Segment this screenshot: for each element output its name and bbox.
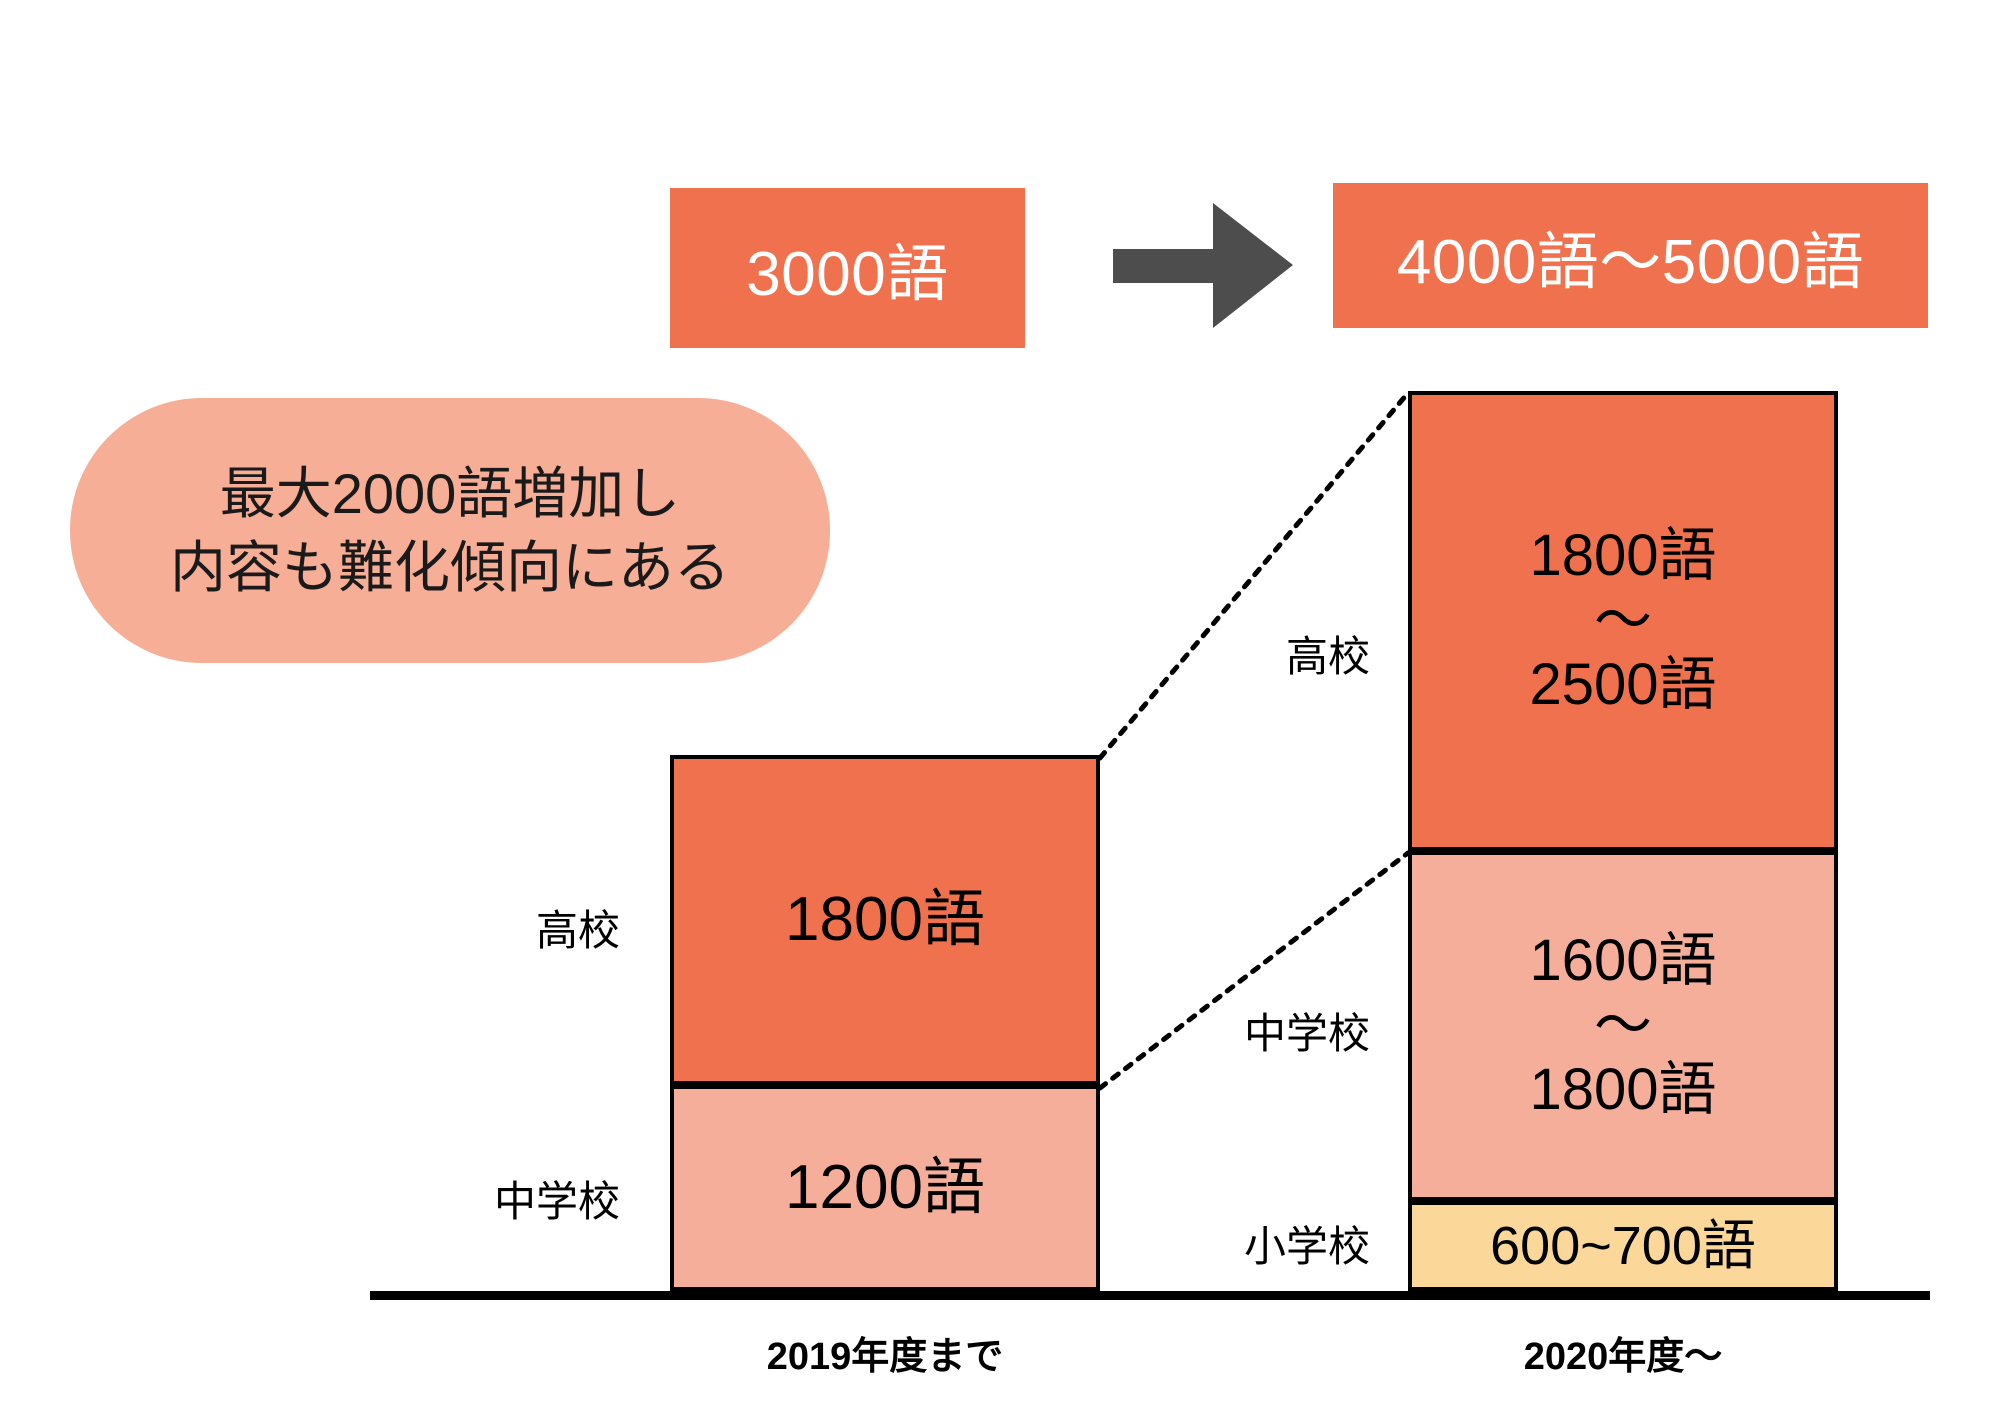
label-2020-junior-high: 中学校 [1243,1010,1370,1057]
label-2020-high-school: 高校 [1285,633,1370,680]
total-words-before-banner: 3000語 [670,188,1025,348]
total-words-after-banner: 4000語～5000語 [1333,183,1928,328]
segment-2020-elementary: 600~700語 [1408,1201,1838,1291]
segment-2020-high-school: 1800語 ～ 2500語 [1408,391,1838,851]
total-words-after-label: 4000語～5000語 [1396,227,1865,297]
segment-2019-junior-high-value: 1200語 [785,1153,985,1223]
bar-2020: 1800語 ～ 2500語 1600語 ～ 1800語 600~700語 [1408,391,1838,1291]
segment-2020-elementary-value: 600~700語 [1490,1215,1756,1276]
segment-2020-junior-high-tilde: ～ [1593,992,1652,1058]
segment-2019-high-school-value: 1800語 [785,885,985,955]
label-2020-elementary: 小学校 [1243,1223,1370,1270]
segment-2019-high-school: 1800語 [670,755,1100,1085]
right-arrow-icon [1113,203,1293,328]
chart-axis-line [370,1291,1930,1300]
callout-bubble: 最大2000語増加し 内容も難化傾向にある [70,398,830,663]
total-words-before-label: 3000語 [746,240,949,309]
label-2019-high-school: 高校 [535,907,620,954]
segment-2020-junior-high: 1600語 ～ 1800語 [1408,851,1838,1201]
axis-category-2019: 2019年度まで [766,1336,1004,1378]
segment-2020-high-school-value-min: 1800語 [1529,522,1717,588]
label-2019-junior-high: 中学校 [493,1178,620,1225]
segment-2020-high-school-value-max: 2500語 [1529,652,1717,718]
segment-2019-junior-high: 1200語 [670,1085,1100,1291]
bar-2019: 1800語 1200語 [670,755,1100,1291]
segment-2020-junior-high-value-min: 1600語 [1529,927,1717,993]
callout-line-2: 内容も難化傾向にある [170,535,730,599]
callout-line-1: 最大2000語増加し [219,461,681,525]
axis-category-2020: 2020年度～ [1523,1336,1723,1378]
segment-2020-junior-high-value-max: 1800語 [1529,1057,1717,1123]
segment-2020-high-school-tilde: ～ [1593,587,1652,653]
connector-high-top [1097,390,1411,761]
